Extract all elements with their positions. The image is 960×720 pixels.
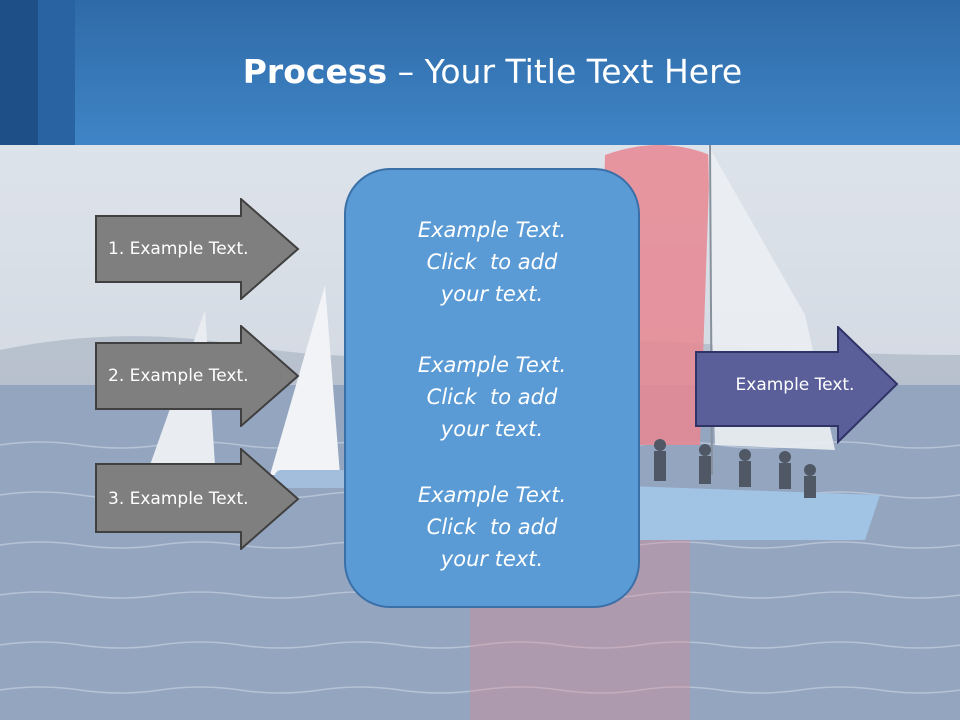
panel-line: your text. [440, 282, 544, 306]
title-bold: Process [242, 52, 388, 91]
panel-line: Click to add [426, 515, 558, 539]
process-arrow-1[interactable]: 1. Example Text. [95, 198, 300, 300]
arrow-label: 3. Example Text. [108, 489, 249, 509]
panel-text-block-2[interactable]: Example Text. Click to add your text. [346, 349, 638, 445]
title-bar: Process – Your Title Text Here [0, 0, 960, 145]
panel-text-block-1[interactable]: Example Text. Click to add your text. [346, 214, 638, 310]
arrow-label: Example Text. [735, 375, 855, 395]
title-rest: – Your Title Text Here [387, 52, 743, 91]
process-arrow-2[interactable]: 2. Example Text. [95, 325, 300, 427]
panel-line: Click to add [426, 250, 558, 274]
result-arrow[interactable]: Example Text. [695, 326, 900, 444]
panel-line: your text. [440, 417, 544, 441]
header-accent-strip [38, 0, 75, 145]
arrow-label: 2. Example Text. [108, 366, 249, 386]
panel-line: your text. [440, 547, 544, 571]
panel-line: Example Text. [417, 353, 567, 377]
panel-line: Example Text. [417, 483, 567, 507]
panel-line: Example Text. [417, 218, 567, 242]
process-arrow-3[interactable]: 3. Example Text. [95, 448, 300, 550]
panel-line: Click to add [426, 385, 558, 409]
panel-text-block-3[interactable]: Example Text. Click to add your text. [346, 479, 638, 575]
center-text-panel[interactable]: Example Text. Click to add your text. Ex… [344, 168, 640, 608]
slide-title[interactable]: Process – Your Title Text Here [0, 52, 960, 91]
header-accent-strip [0, 0, 38, 145]
arrow-label: 1. Example Text. [108, 239, 249, 259]
